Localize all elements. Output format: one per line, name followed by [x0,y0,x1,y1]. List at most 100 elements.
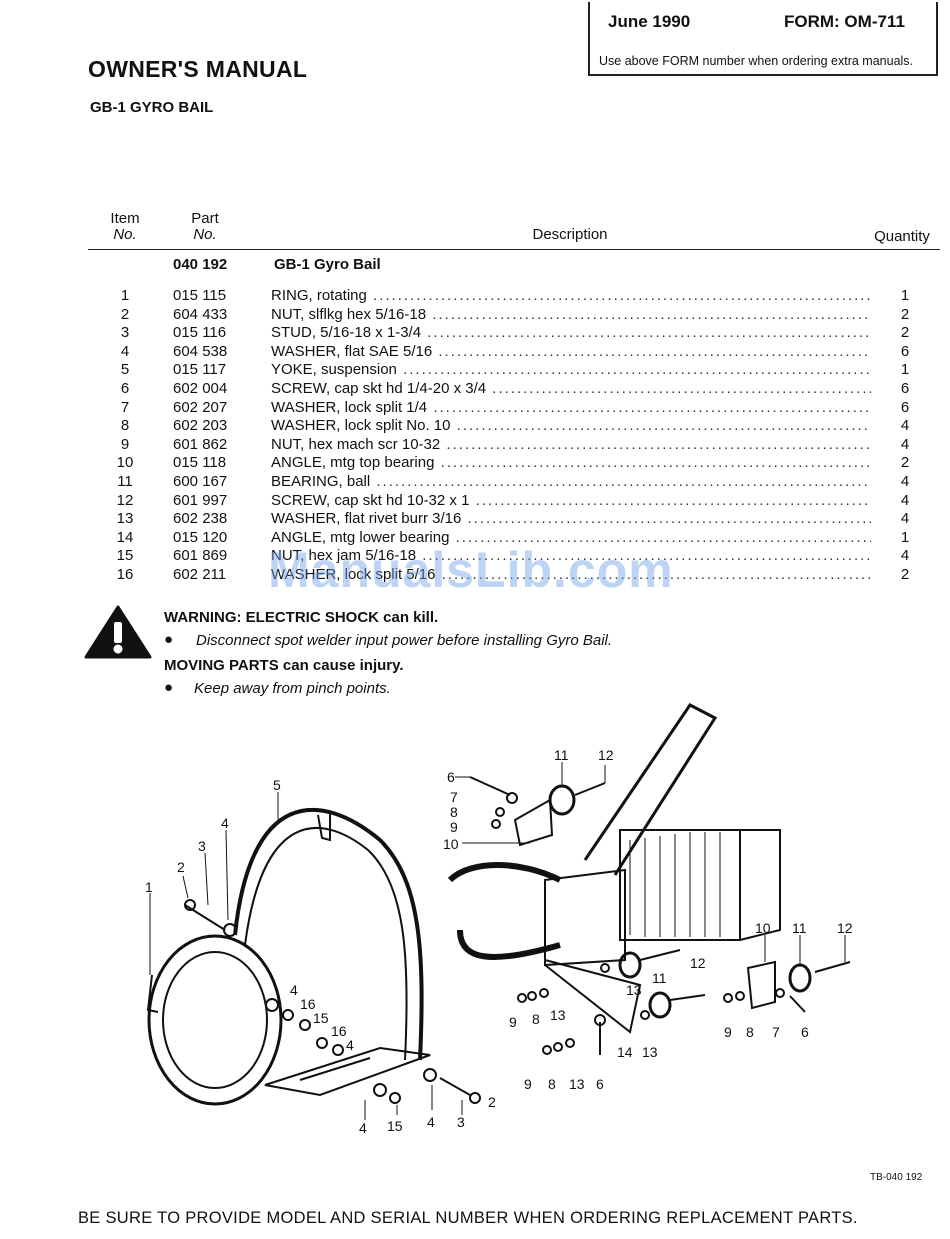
warning-bullet-1: ● [164,631,174,648]
item-number: 11 [117,473,133,490]
warning-text-moving: Keep away from pinch points. [194,680,391,697]
callout-8-lower: 8 [532,1011,540,1027]
part-number: 602 004 [173,380,228,397]
part-description: ANGLE, mtg lower bearing ...............… [271,528,871,547]
item-number: 7 [120,398,130,416]
callout-9-upper: 9 [450,819,458,835]
dot-leader: ........................................… [403,361,871,379]
part-description: SCREW, cap skt hd 1/4-20 x 3/4 .........… [271,379,871,398]
part-description: BEARING, ball ..........................… [271,472,871,491]
header-item-line2: No. [113,226,137,243]
dot-leader: ........................................… [475,491,871,509]
warning-triangle-icon [84,605,152,659]
rotating-ring [147,934,283,1106]
lower-electrode [457,929,561,960]
form-note: Use above FORM number when ordering extr… [599,54,914,68]
dot-leader: ........................................… [440,454,871,472]
part-description: NUT, slflkg hex 5/16-18 ................… [271,305,871,324]
part-number: 604 433 [173,305,228,323]
callout-8-right: 8 [746,1024,754,1040]
callout-4-e: 4 [427,1114,435,1130]
callout-11-lower: 11 [652,970,667,986]
part-description-text: ANGLE, mtg top bearing [271,454,435,472]
part-description-text: SCREW, cap skt hd 10-32 x 1 [271,491,470,509]
callout-15-a: 15 [313,1010,329,1026]
dot-leader: ........................................… [427,324,871,342]
callout-6-bottom: 6 [596,1076,604,1092]
item-number: 3 [120,324,130,342]
part-description-text: WASHER, flat rivet burr 3/16 [271,510,462,528]
dot-leader: ........................................… [441,566,871,583]
part-description: WASHER, flat rivet burr 3/16 ...........… [271,509,871,528]
callout-9-bottom: 9 [524,1076,532,1092]
callout-8-upper: 8 [450,804,458,820]
quantity: 4 [900,435,910,453]
table-row: 1 015 115 RING, rotating .................… [0,286,950,305]
quantity: 6 [900,342,910,360]
part-description-text: NUT, hex mach scr 10-32 [271,435,441,453]
warning-heading-moving: MOVING PARTS can cause injury. [164,657,404,674]
yoke-bracket [264,1046,431,1097]
dot-leader: ........................................… [455,528,871,546]
callout-3: 3 [198,838,206,854]
part-description: RING, rotating .........................… [271,286,871,305]
callout-4-d: 4 [359,1120,367,1136]
callout-5: 5 [273,777,281,793]
callout-6-right: 6 [801,1024,809,1040]
form-number: FORM: OM-711 [784,12,905,31]
part-number: 015 115 [173,287,227,304]
part-number: 601 997 [173,491,228,509]
callout-14: 14 [617,1044,633,1060]
item-number: 10 [116,454,134,472]
table-row: 2 604 433 NUT, slflkg hex 5/16-18 ........… [0,305,950,324]
part-number: 602 203 [173,417,228,435]
callout-7-right: 7 [772,1024,780,1040]
callout-3-b: 3 [457,1114,465,1130]
quantity: 4 [900,510,910,528]
callout-11-upper: 11 [554,747,569,763]
form-info-box: June 1990 FORM: OM-711 Use above FORM nu… [588,2,938,76]
callout-4: 4 [221,815,229,831]
header-rule [88,249,940,250]
part-description: WASHER, lock split 5/16 ................… [271,565,871,584]
callout-2: 2 [177,859,185,875]
item-number: 4 [120,342,130,360]
callout-16-b: 16 [331,1023,347,1039]
header-item-no: Item No. [100,211,150,243]
quantity: 4 [900,417,910,435]
callout-10-right: 10 [755,920,771,936]
part-description-text: YOKE, suspension [271,361,397,379]
drawing-code: TB-040 192 [870,1172,923,1183]
item-number: 6 [120,380,130,397]
part-description: ANGLE, mtg top bearing .................… [271,453,871,472]
quantity: 1 [900,287,910,304]
dot-leader: ........................................… [433,398,871,416]
part-description-text: SCREW, cap skt hd 1/4-20 x 3/4 [271,380,487,397]
dot-leader: ........................................… [422,547,871,565]
dot-leader: ........................................… [432,305,871,323]
lower-bearing-angle [544,959,642,1034]
part-number: 601 869 [173,547,228,565]
item-number: 2 [120,305,130,323]
part-description-text: WASHER, lock split 5/16 [271,566,436,583]
item-number: 1 [120,287,130,304]
warning-heading-shock: WARNING: ELECTRIC SHOCK can kill. [164,609,439,626]
quantity: 2 [900,566,910,583]
page-title: OWNER'S MANUAL [88,56,308,82]
part-number: 015 120 [173,528,228,546]
exploded-parts-diagram: 1 2 3 4 5 6 7 8 9 10 11 12 10 11 12 11 1… [145,703,853,1136]
callout-9-lower: 9 [509,1014,517,1030]
item-number: 15 [116,547,134,565]
item-number: 5 [120,361,130,379]
part-number: 602 207 [173,398,228,416]
part-description-text: WASHER, lock split No. 10 [271,417,451,435]
